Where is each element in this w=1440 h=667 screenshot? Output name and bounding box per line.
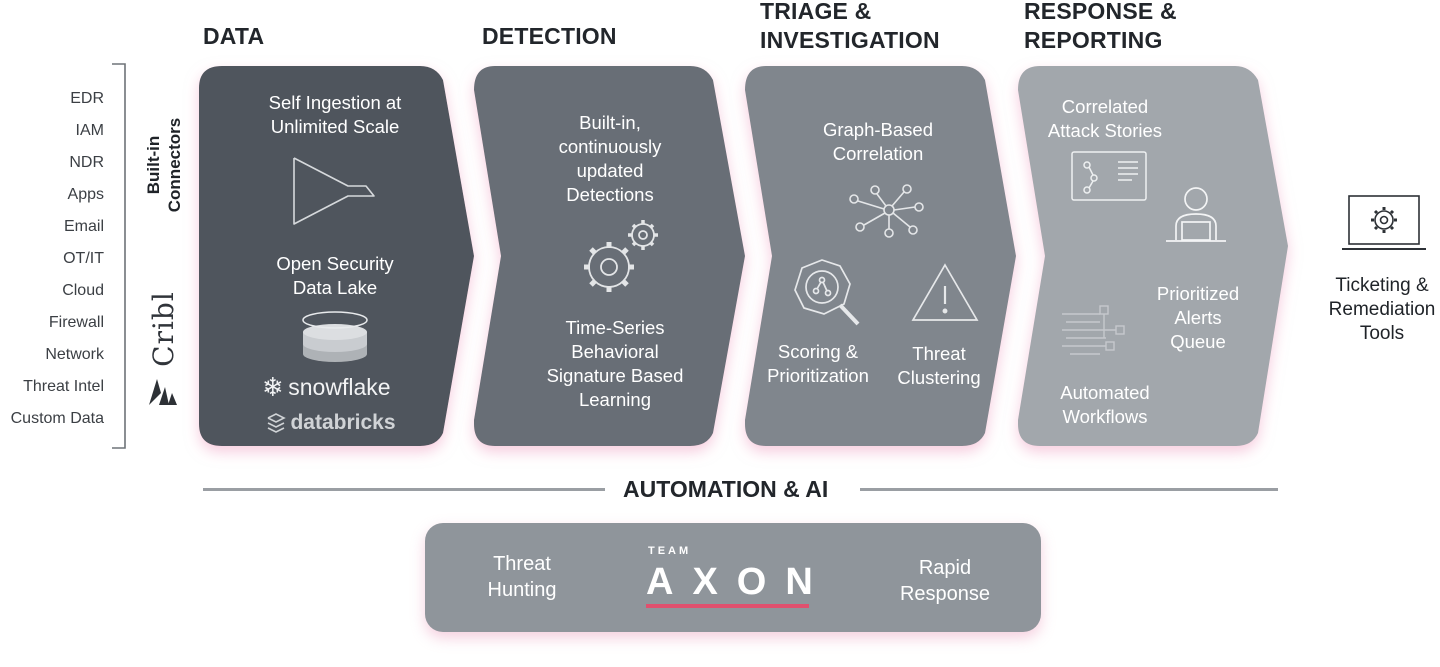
source-item: OT/IT	[63, 250, 104, 267]
gears-icon	[584, 220, 658, 292]
automation-divider-right	[860, 488, 1278, 491]
threat-hunting-text: Threat Hunting	[487, 553, 557, 601]
attack-story-board-icon	[1071, 151, 1147, 201]
ticketing-text: Ticketing & Remediation Tools	[1328, 275, 1436, 344]
source-item: Threat Intel	[23, 378, 104, 395]
alerts-queue-text: Prioritized Alerts Queue	[1156, 283, 1240, 352]
stage-title-response: RESPONSE & REPORTING	[1024, 0, 1177, 53]
source-bracket	[112, 63, 126, 449]
source-item: EDR	[70, 90, 104, 107]
data-lake-stack-icon	[302, 311, 368, 362]
stage-title-detection: DETECTION	[482, 23, 617, 49]
analyst-desk-icon	[1166, 187, 1226, 242]
panel-detection	[474, 66, 745, 446]
clustering-text: Threat Clustering	[897, 343, 981, 388]
source-item: Apps	[67, 186, 104, 203]
rapid-response-text: Rapid Response	[899, 557, 991, 605]
panel-triage	[745, 66, 1016, 446]
cribl-mark-icon	[149, 379, 177, 405]
axon-underline	[646, 604, 809, 608]
snowflake-logo: ❄ snowflake	[262, 372, 391, 402]
source-item: Email	[63, 218, 104, 235]
automation-divider-left	[203, 488, 605, 491]
team-label: TEAM	[648, 545, 692, 557]
graph-network-icon	[849, 184, 924, 238]
data-lake-text: Open Security Data Lake	[276, 253, 394, 298]
stage-title-data: DATA	[203, 23, 265, 49]
scoring-search-icon	[794, 259, 860, 326]
workflow-icon	[1062, 305, 1125, 355]
scoring-text: Scoring & Prioritization	[767, 341, 869, 386]
source-item: NDR	[69, 154, 104, 171]
source-item: IAM	[75, 122, 104, 139]
graph-correlation-text: Graph-Based Correlation	[822, 119, 934, 164]
workflows-text: Automated Workflows	[1060, 382, 1150, 427]
source-item: Firewall	[48, 314, 104, 331]
databricks-icon	[267, 413, 286, 433]
time-series-text: Time-Series Behavioral Signature Based L…	[546, 317, 684, 410]
source-item: Cloud	[62, 282, 104, 299]
ingestion-text: Self Ingestion at Unlimited Scale	[268, 92, 402, 137]
databricks-logo: databricks	[266, 411, 396, 439]
panel-data	[199, 66, 474, 446]
builtin-detections-text: Built-in, continuously updated Detection…	[558, 112, 662, 205]
stage-title-triage: TRIAGE & INVESTIGATION	[760, 0, 940, 53]
panel-response	[1018, 66, 1288, 446]
snowflake-icon: ❄	[262, 372, 284, 402]
team-axon-panel	[425, 523, 1041, 632]
funnel-icon	[293, 157, 375, 225]
source-item: Network	[45, 346, 104, 363]
automation-title: AUTOMATION & AI	[623, 476, 829, 502]
laptop-gear-icon	[1342, 195, 1426, 250]
axon-logo: AXON	[646, 561, 832, 603]
source-item: Custom Data	[10, 410, 104, 427]
pipeline-chevrons	[199, 66, 1288, 446]
warning-triangle-icon	[911, 263, 979, 321]
attack-stories-text: Correlated Attack Stories	[1047, 96, 1163, 141]
